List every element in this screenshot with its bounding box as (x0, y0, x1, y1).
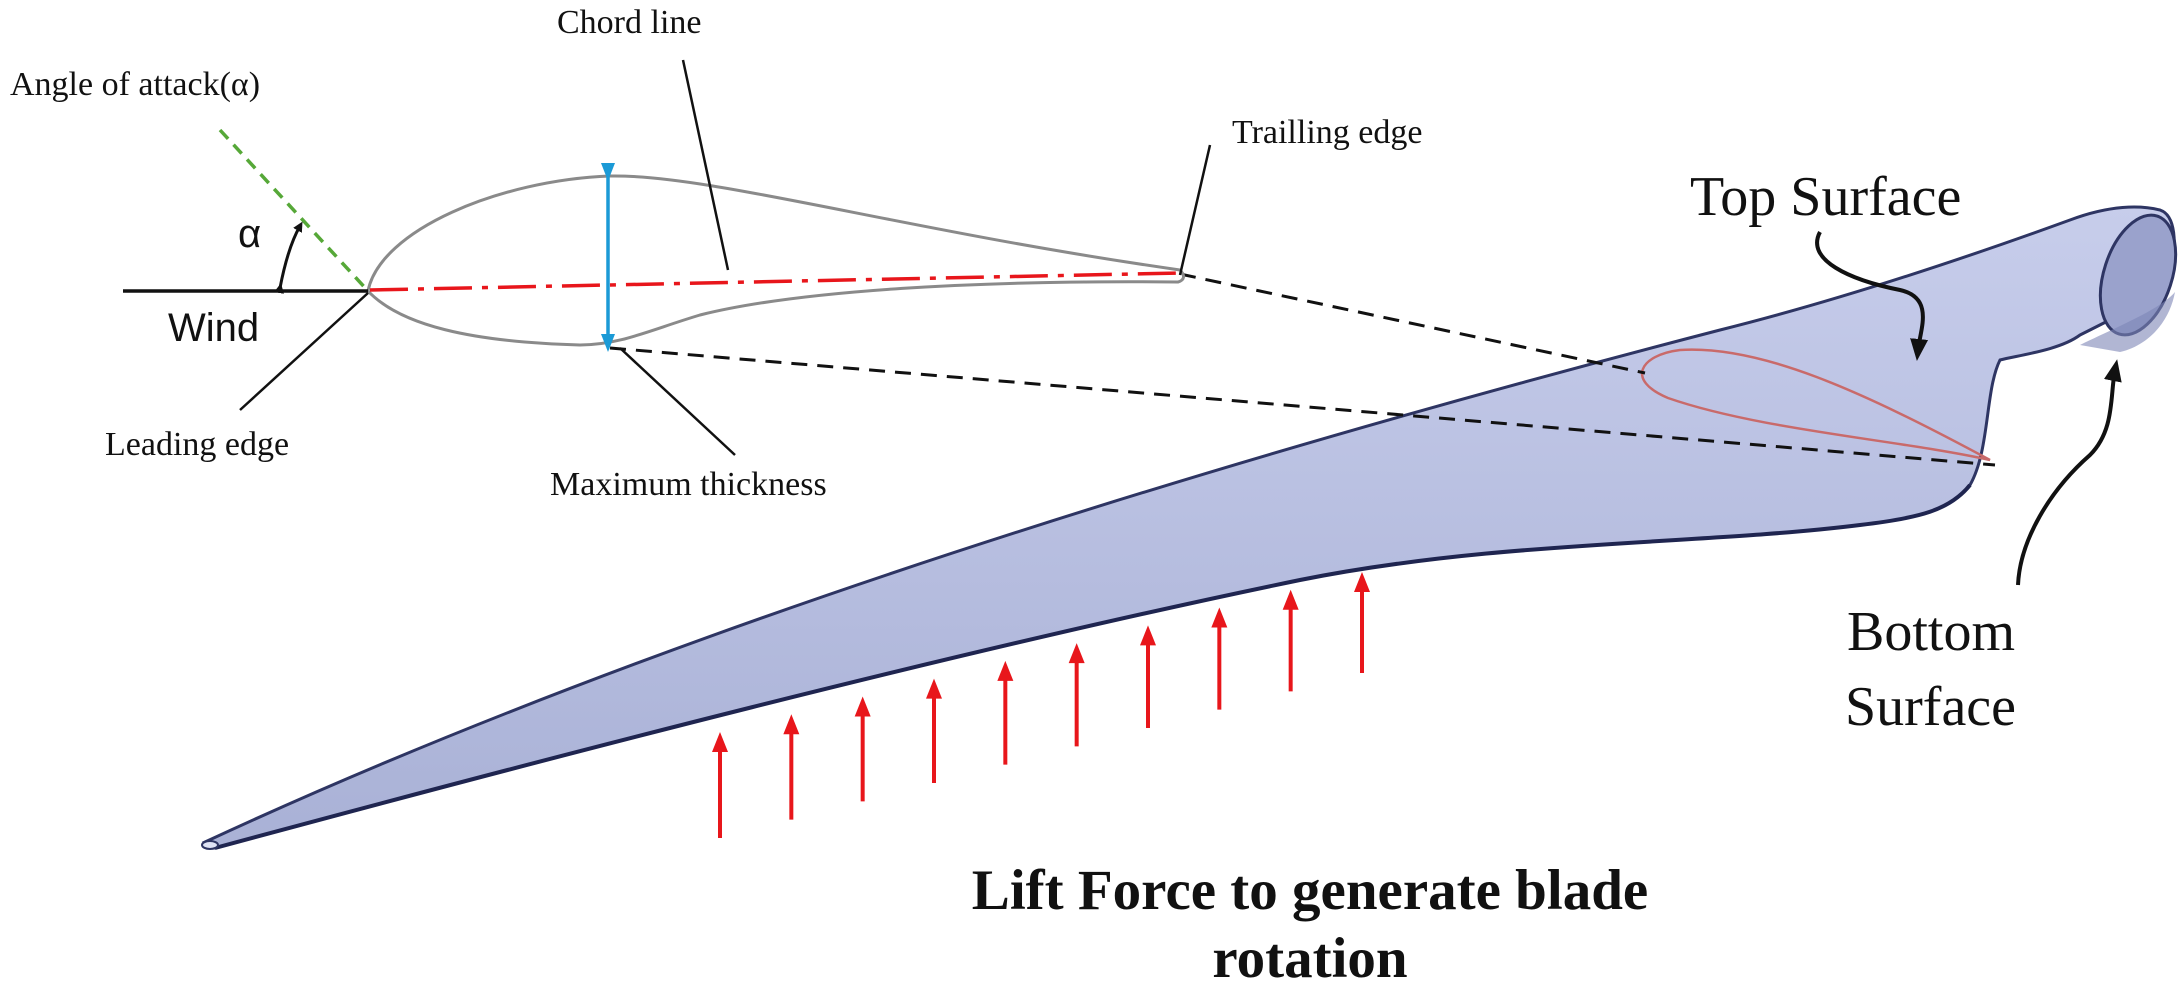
lift-arrow (1211, 607, 1228, 710)
airfoil-section (366, 163, 1185, 352)
lift-arrow (712, 732, 728, 838)
chord-line (369, 271, 1181, 292)
projection-line-upper (1179, 272, 1646, 375)
angle-of-attack-label: Angle of attack(α) (10, 66, 261, 103)
trailing-edge-leader (1178, 144, 1212, 276)
projection-line-lower (609, 346, 1996, 467)
chord-line-leader (681, 59, 730, 271)
diagram-title-line1: Lift Force to generate blade (971, 859, 1649, 922)
chord-line-label: Chord line (557, 4, 702, 41)
lift-arrow (783, 714, 800, 820)
lift-arrow (997, 660, 1014, 765)
blade-lower-edge (214, 483, 1972, 850)
blade-section-airfoil (1640, 348, 1991, 462)
trailing-edge-label: Trailling edge (1232, 114, 1423, 151)
lift-arrow (1282, 589, 1299, 692)
lift-arrow (854, 696, 871, 802)
lift-force-arrows (712, 572, 1370, 838)
bottom-surface-label-line1: Bottom (1847, 601, 2016, 663)
leading-edge-leader (239, 292, 369, 411)
angle-of-attack-dashed-line (218, 128, 370, 293)
lift-arrow (1140, 625, 1156, 728)
blade-root-shading (2080, 292, 2175, 352)
maximum-thickness-label: Maximum thickness (550, 466, 827, 503)
bottom-surface-arrow (2016, 359, 2122, 586)
lift-arrow (1354, 572, 1370, 673)
alpha-symbol-label: α (238, 212, 262, 256)
leading-edge-label: Leading edge (105, 426, 290, 463)
lift-arrow (1068, 643, 1085, 747)
top-surface-arrow (1815, 231, 1929, 361)
diagram-title-line2: rotation (1212, 927, 1408, 990)
top-surface-label: Top Surface (1690, 166, 1962, 228)
angle-of-attack-group (123, 128, 370, 294)
turbine-blade (201, 205, 2178, 850)
airfoil-outline (366, 174, 1185, 347)
maximum-thickness-leader (619, 347, 736, 456)
wind-label: Wind (168, 306, 260, 350)
blade-tip (201, 840, 219, 850)
diagram-title: Lift Force to generate blade rotation (850, 857, 1770, 993)
bottom-surface-label-line2: Surface (1845, 676, 2017, 738)
alpha-angle-arc-arrow (274, 221, 303, 294)
lift-arrow (926, 678, 942, 783)
